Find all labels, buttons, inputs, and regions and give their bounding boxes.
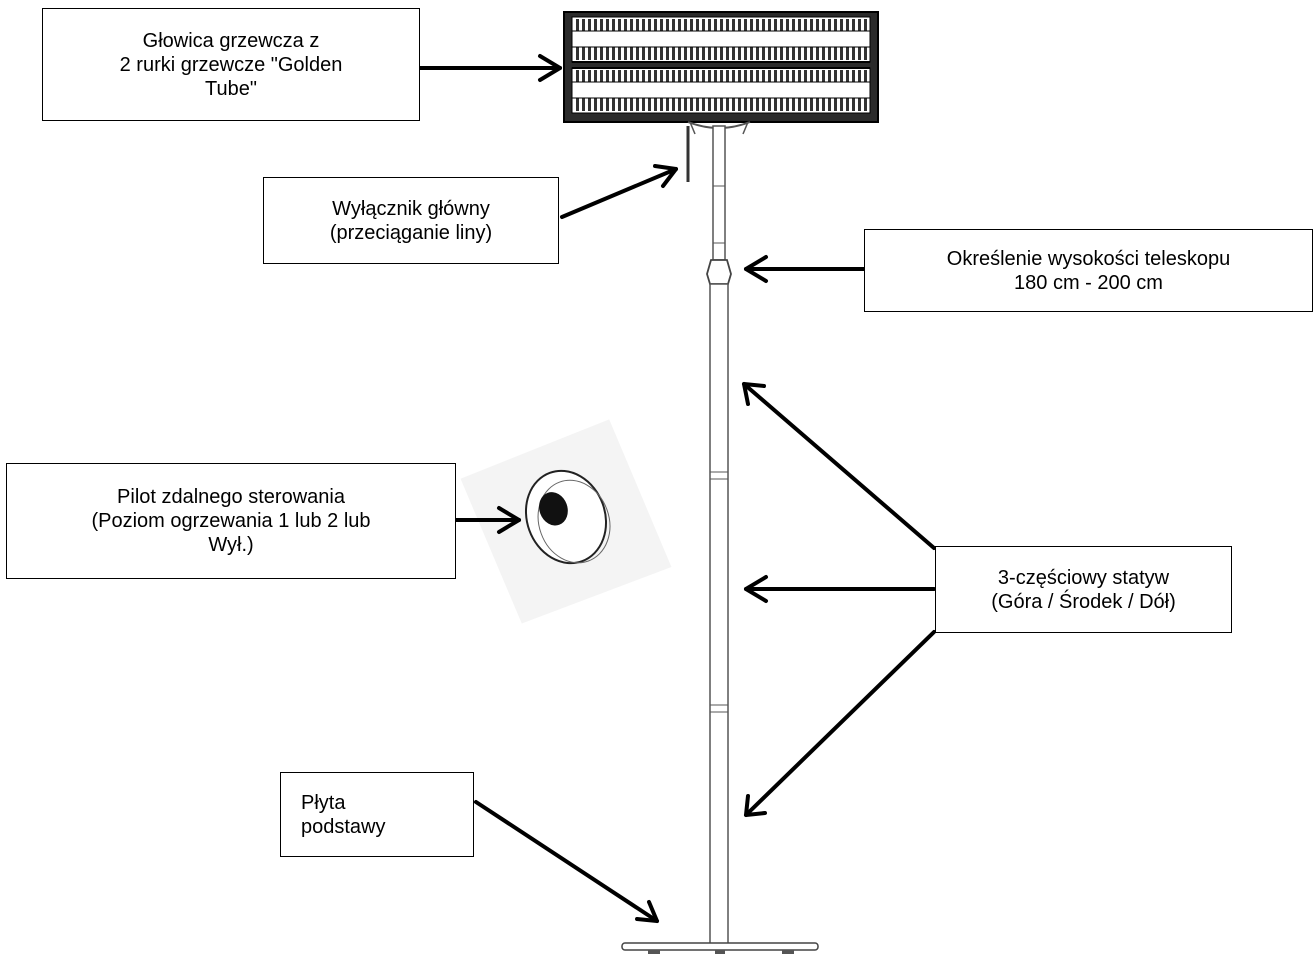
arrow-main-switch <box>560 164 678 219</box>
arrow-telescope-height <box>744 255 866 283</box>
remote-control-line-2: (Poziom ogrzewania 1 lub 2 lub <box>91 510 371 532</box>
main-switch-line-1: Wyłącznik główny <box>332 197 490 220</box>
main-switch-label: Wyłącznik główny (przeciąganie liny) <box>263 177 559 264</box>
remote-control-drawing <box>460 419 672 624</box>
main-switch-line-2: (przeciąganie liny) <box>329 221 493 244</box>
telescope-height-line-1: Określenie wysokości teleskopu <box>946 247 1231 270</box>
telescope-height-line-2: 180 cm - 200 cm <box>1014 271 1163 294</box>
height-collar <box>706 259 732 285</box>
heater-head <box>563 11 879 123</box>
arrow-tripod-middle <box>744 575 936 603</box>
base-plate-line-2: podstawy <box>301 815 386 838</box>
base-plate-line-1: Płyta <box>301 791 346 814</box>
heating-head-line-3: Tube" <box>205 77 257 100</box>
remote-control-line-3: Wył.) <box>208 534 254 556</box>
heating-head-label: Głowica grzewcza z 2 rurki grzewcze "Gol… <box>42 8 420 121</box>
heating-head-line-1: Głowica grzewcza z <box>142 29 320 52</box>
arrow-remote-control <box>453 506 521 534</box>
arrow-tripod-bottom <box>744 630 936 817</box>
heating-head-line-2: 2 rurki grzewcze "Golden <box>119 53 343 76</box>
tripod-label: 3-częściowy statyw (Góra / Środek / Dół) <box>935 546 1232 633</box>
arrow-heating-head <box>418 54 562 82</box>
upper-pole <box>712 125 726 261</box>
arrow-tripod-top <box>742 382 936 550</box>
main-pole <box>709 283 729 945</box>
base-plate-label: Płyta podstawy <box>280 772 474 857</box>
tripod-line-2: (Góra / Środek / Dół) <box>991 590 1176 613</box>
telescope-height-label: Określenie wysokości teleskopu 180 cm - … <box>864 229 1313 312</box>
base-plate-drawing <box>621 942 819 954</box>
remote-control-label: Pilot zdalnego sterowania (Poziom ogrzew… <box>6 463 456 579</box>
remote-control-line-1: Pilot zdalnego sterowania <box>117 486 345 508</box>
tripod-line-1: 3-częściowy statyw <box>997 566 1170 589</box>
arrow-base-plate <box>474 800 659 923</box>
